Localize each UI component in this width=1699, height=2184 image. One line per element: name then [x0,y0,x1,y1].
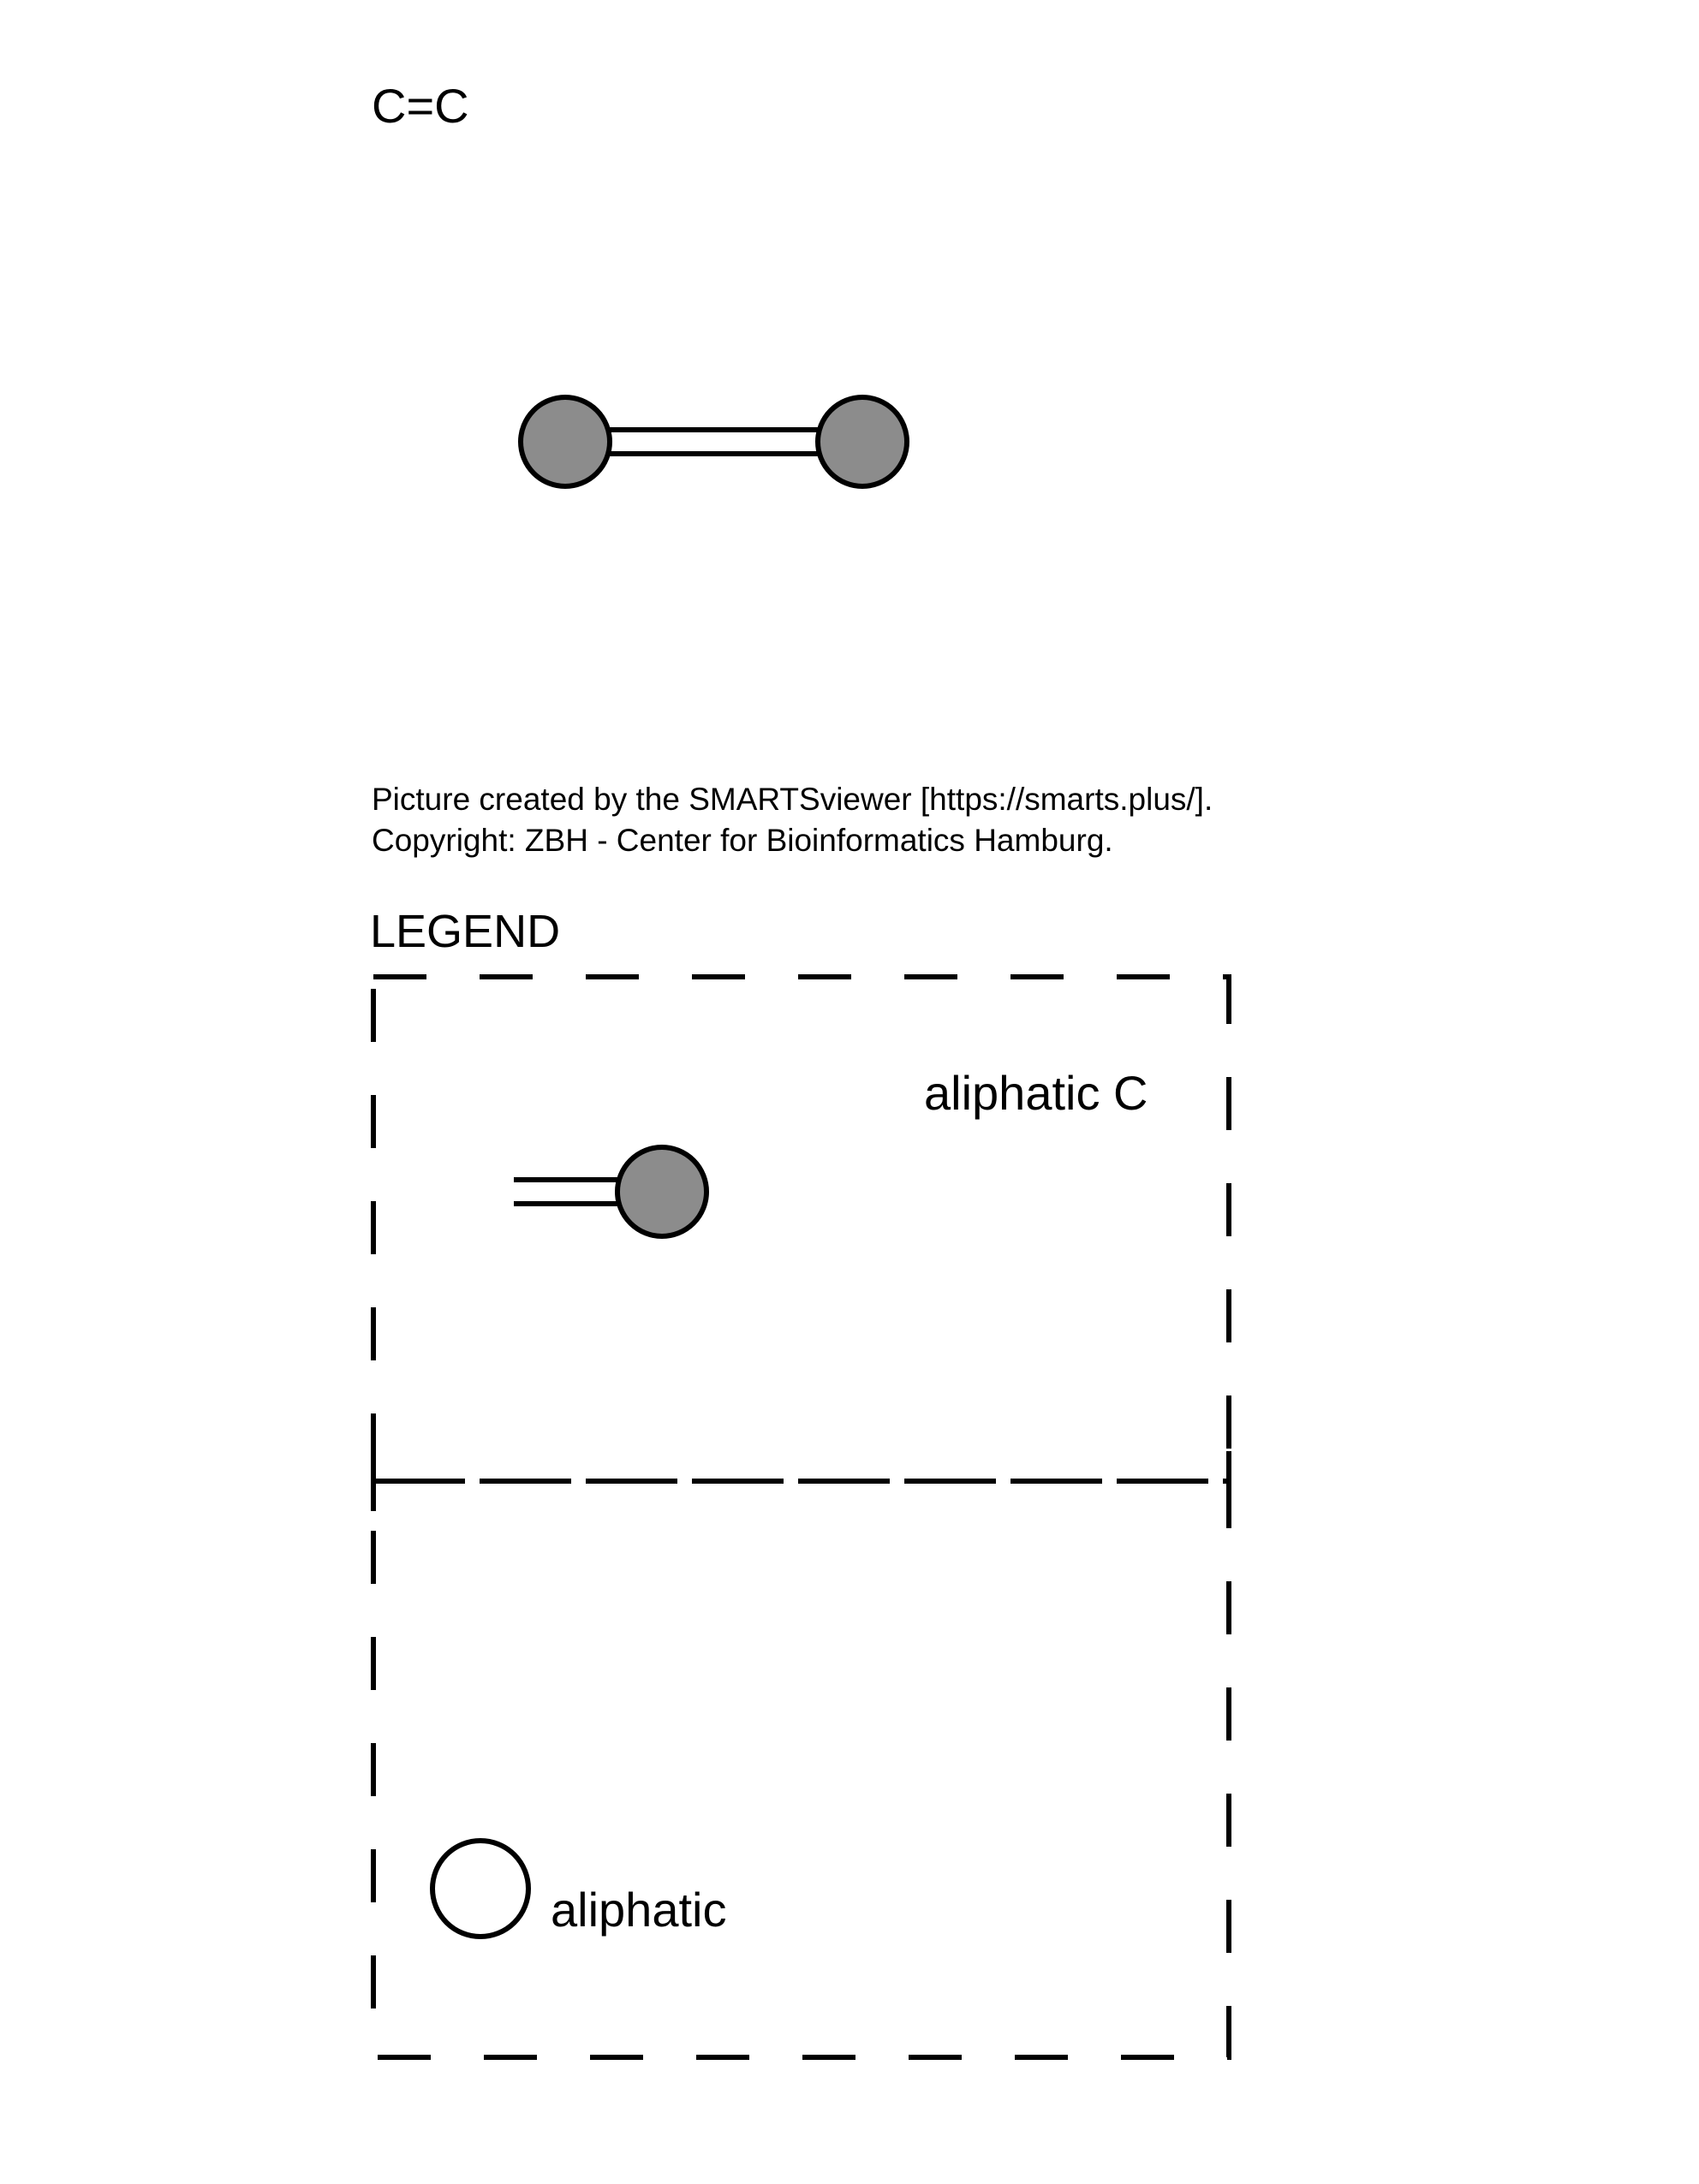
double-bond [610,427,818,456]
legend-title: LEGEND [370,906,561,957]
legend-atom-gray-circle [615,1145,709,1239]
legend-frame-upper [371,974,1231,1484]
legend-frame-divider-ticks [371,1451,1231,1511]
legend-symbol-aliphatic [430,1838,531,1939]
legend-symbol-aliphatic-c [514,1145,709,1239]
credit-line-2: Copyright: ZBH - Center for Bioinformati… [372,823,1113,858]
legend-open-circle [430,1838,531,1939]
smarts-pattern-title: C=C [372,79,469,133]
atom-carbon-1 [518,395,612,489]
atom-carbon-2 [815,395,909,489]
legend-label-aliphatic: aliphatic [551,1883,727,1937]
credit-text: Picture created by the SMARTSviewer [htt… [372,779,1213,861]
legend-frame-lower [371,1479,1231,2060]
molecule [518,395,909,489]
credit-line-1: Picture created by the SMARTSviewer [htt… [372,782,1213,817]
legend-label-aliphatic-c: aliphatic C [924,1066,1148,1120]
